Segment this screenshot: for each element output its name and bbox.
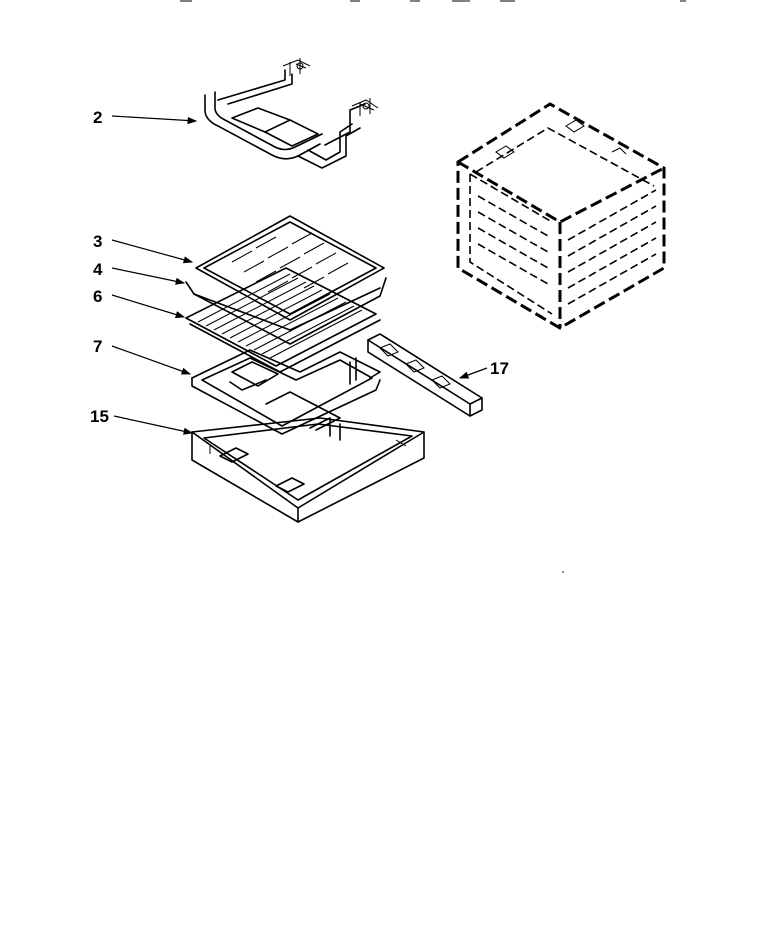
callout-6-label: 6 — [93, 287, 102, 306]
bake-element-part[interactable] — [204, 58, 379, 169]
broiler-pan-insert-part[interactable] — [185, 277, 387, 345]
oven-cavity-part — [456, 102, 666, 330]
broil-element-part[interactable] — [191, 349, 381, 441]
scan-speck — [562, 571, 564, 573]
drip-pan-part[interactable] — [191, 417, 425, 523]
callout-4: 4 — [93, 260, 186, 285]
callout-7: 7 — [93, 337, 192, 375]
broiler-pan-slots — [231, 232, 349, 293]
callout-17-label: 17 — [490, 359, 509, 378]
broiler-pan-part[interactable] — [195, 215, 385, 321]
callout-2-label: 2 — [93, 108, 102, 127]
callout-15: 15 — [90, 407, 194, 435]
callout-3-label: 3 — [93, 232, 102, 251]
callout-2: 2 — [93, 108, 198, 127]
oven-cavity-rack-guides — [477, 189, 657, 305]
oven-rack-bars — [197, 273, 363, 359]
callout-3: 3 — [93, 232, 194, 264]
callout-6: 6 — [93, 287, 186, 318]
callout-7-label: 7 — [93, 337, 102, 356]
rack-support-part[interactable] — [367, 333, 483, 417]
callout-15-label: 15 — [90, 407, 109, 426]
callout-17: 17 — [458, 359, 509, 379]
callout-4-label: 4 — [93, 260, 103, 279]
